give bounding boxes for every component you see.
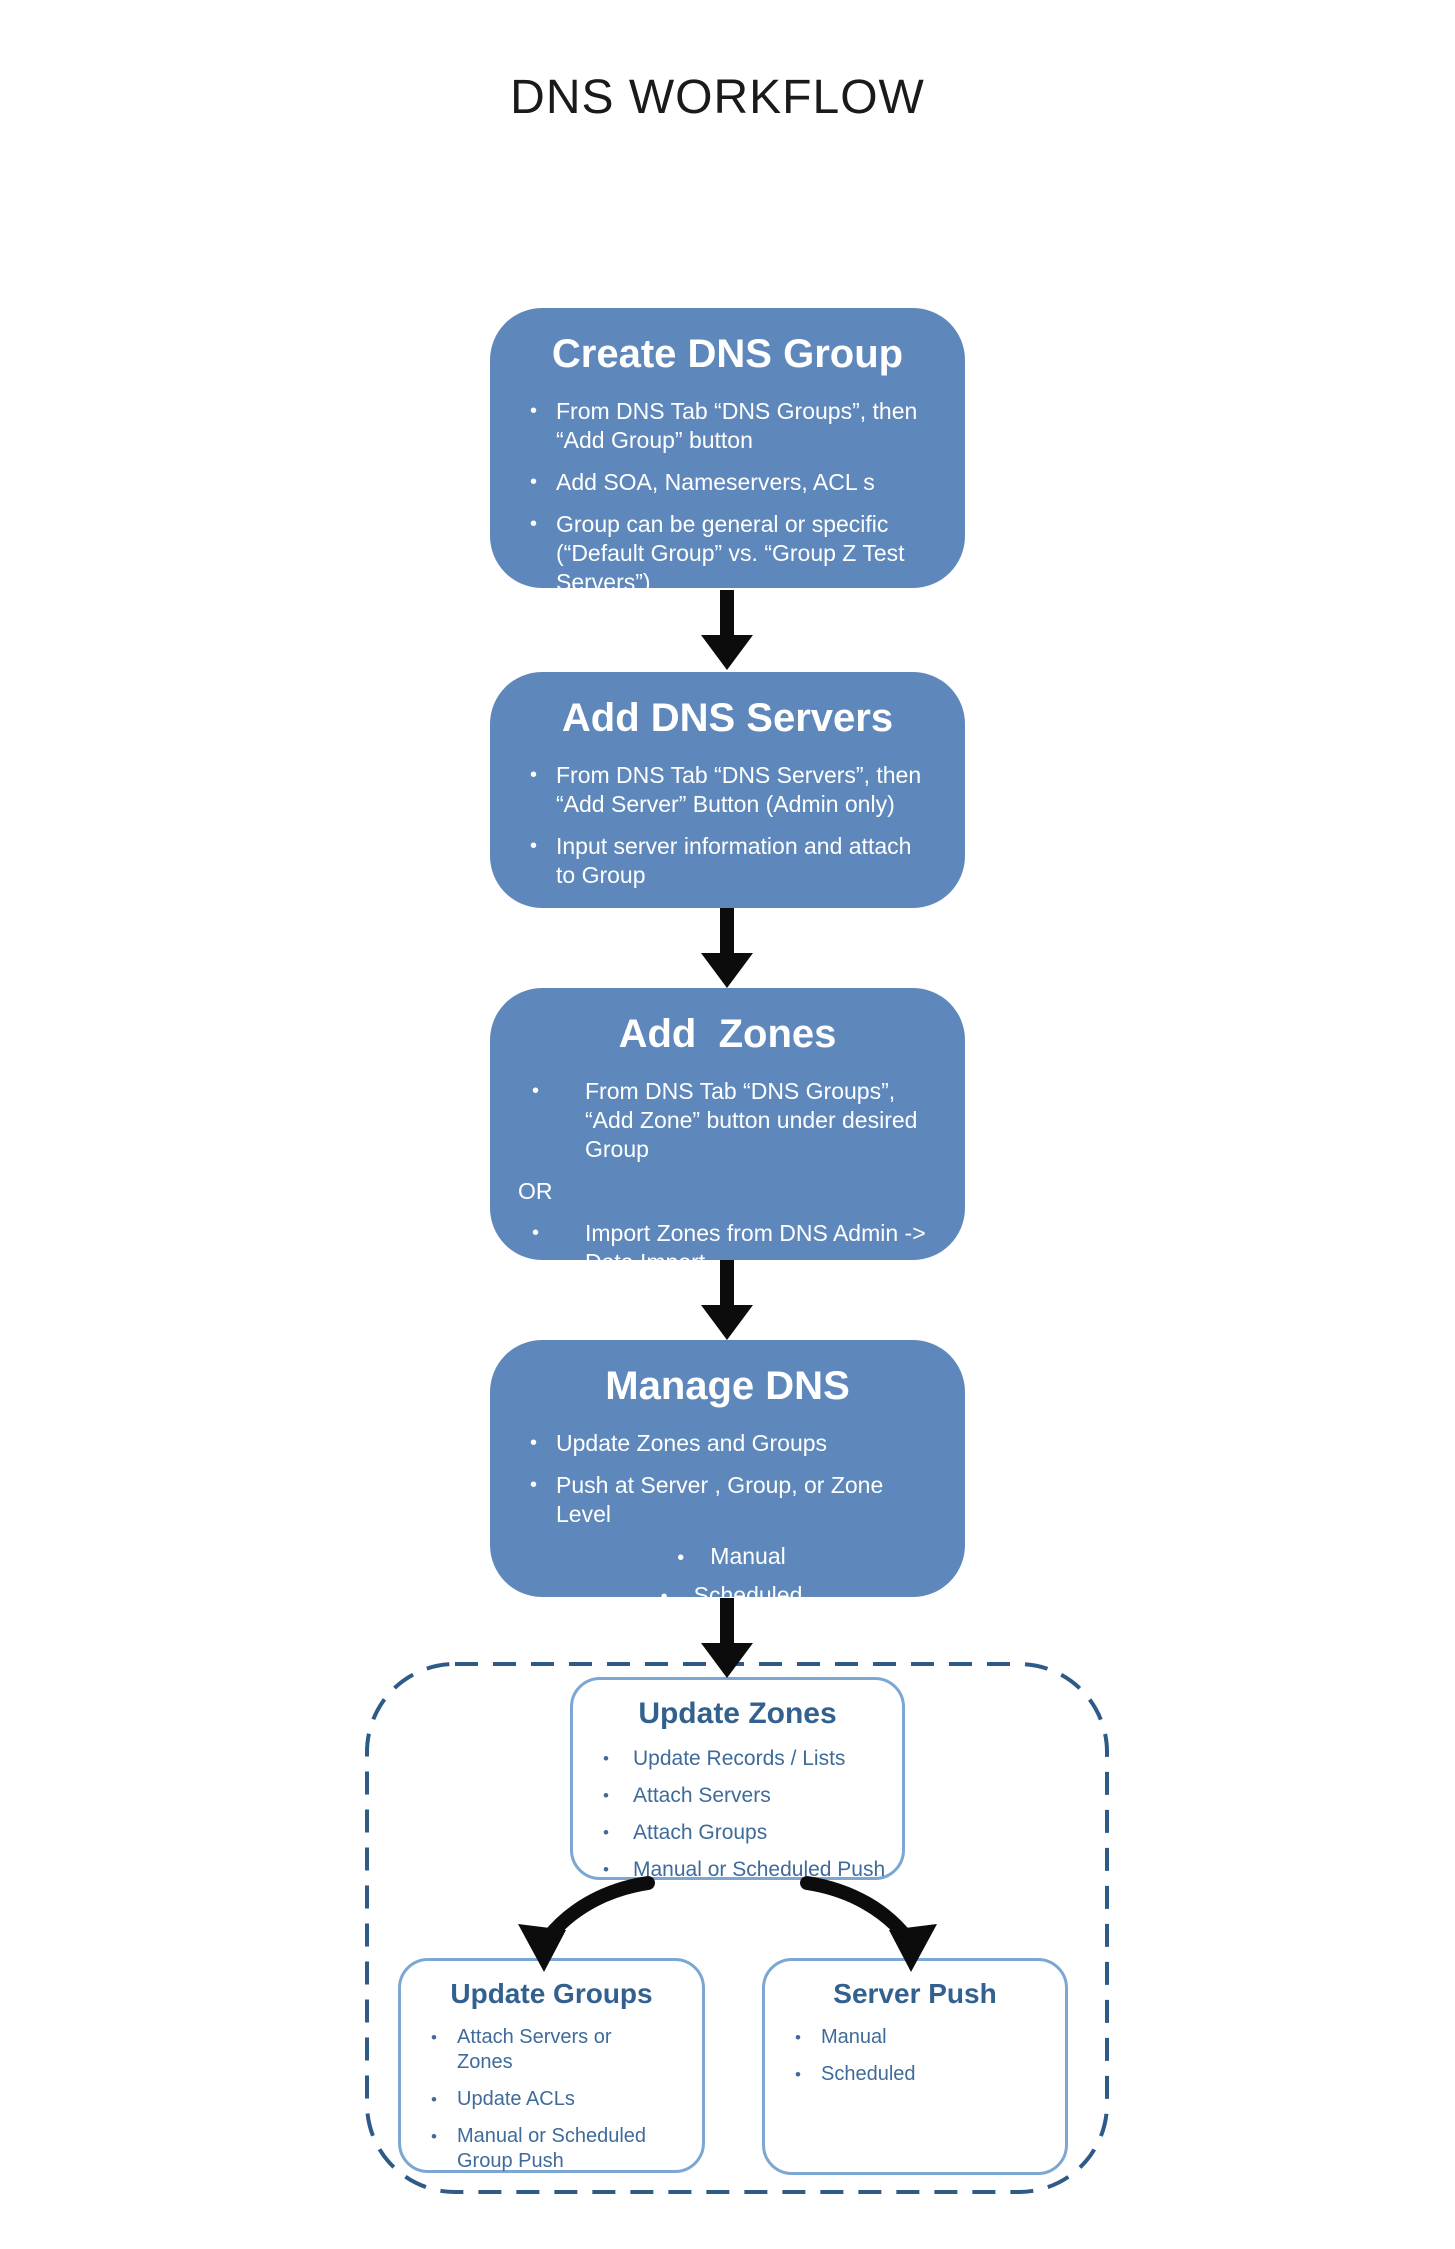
- bullet-list: Manual Scheduled: [765, 2010, 1065, 2087]
- bullet-item: From DNS Tab “DNS Groups”, then “Add Gro…: [528, 397, 935, 455]
- bullet-item: Scheduled: [791, 2062, 1049, 2087]
- bullet-item: Attach Servers or Zones: [427, 2025, 686, 2075]
- bullet-list: From DNS Tab “DNS Servers”, then “Add Se…: [490, 741, 965, 890]
- node-title: Update Zones: [638, 1697, 837, 1730]
- node-update-groups: Update Groups Attach Servers or Zones Up…: [398, 1958, 705, 2173]
- bullet-item: Manual or Scheduled Push: [599, 1857, 886, 1883]
- down-arrow-icon: [701, 1598, 753, 1678]
- curved-arrow-right-icon: [800, 1876, 937, 1972]
- bullet-list: Update Records / Lists Attach Servers At…: [573, 1731, 902, 1883]
- bullet-item: Attach Servers: [599, 1783, 886, 1809]
- bullet-item: Update Records / Lists: [599, 1746, 886, 1772]
- down-arrow-icon: [701, 908, 753, 988]
- curved-arrow-left-icon: [518, 1876, 655, 1972]
- down-arrow-icon: [701, 590, 753, 670]
- bullet-item: Push at Server , Group, or Zone Level: [528, 1471, 935, 1529]
- bullet-list: Attach Servers or Zones Update ACLs Manu…: [401, 2010, 702, 2174]
- bullet-item: From DNS Tab “DNS Groups”, “Add Zone” bu…: [528, 1077, 935, 1164]
- node-title: Create DNS Group: [551, 332, 904, 376]
- bullet-item: Update Zones and Groups: [528, 1429, 935, 1458]
- node-add-dns-servers: Add DNS Servers From DNS Tab “DNS Server…: [490, 672, 965, 908]
- or-label: OR: [518, 1178, 553, 1204]
- node-manage-dns: Manage DNS Update Zones and Groups Push …: [490, 1340, 965, 1608]
- node-update-zones: Update Zones Update Records / Lists Atta…: [570, 1677, 905, 1883]
- bullet-item: Manual or Scheduled Group Push: [427, 2124, 686, 2174]
- node-title: Server Push: [833, 1978, 997, 2009]
- bullet-item: Add SOA, Nameservers, ACL s: [528, 468, 935, 497]
- bullet-item: Manual: [791, 2025, 1049, 2050]
- node-title: Update Groups: [450, 1978, 653, 2009]
- node-title: Add DNS Servers: [561, 696, 894, 740]
- bullet-item: Import Zones from DNS Admin -> Data Impo…: [528, 1219, 935, 1277]
- node-server-push: Server Push Manual Scheduled: [762, 1958, 1068, 2175]
- bullet-list: From DNS Tab “DNS Groups”, then “Add Gro…: [490, 377, 965, 597]
- bullet-item: Update ACLs: [427, 2087, 686, 2112]
- bullet-list: Update Zones and Groups Push at Server ,…: [490, 1409, 965, 1612]
- bullet-item: From DNS Tab “DNS Servers”, then “Add Se…: [528, 761, 935, 819]
- bullet-item: Group can be general or specific (“Defau…: [528, 510, 935, 597]
- node-title: Add Zones: [618, 1012, 837, 1056]
- bullet-item: Input server information and attach to G…: [528, 832, 935, 890]
- bullet-list: From DNS Tab “DNS Groups”, “Add Zone” bu…: [490, 1057, 965, 1277]
- page-title: DNS WORKFLOW: [510, 71, 925, 124]
- sub-bullet-item: Scheduled: [528, 1581, 935, 1612]
- node-create-dns-group: Create DNS Group From DNS Tab “DNS Group…: [490, 308, 965, 595]
- sub-bullet-item: Manual: [528, 1542, 935, 1573]
- bullet-item: Attach Groups: [599, 1820, 886, 1846]
- node-add-zones: Add Zones From DNS Tab “DNS Groups”, “Ad…: [490, 988, 965, 1275]
- node-title: Manage DNS: [605, 1364, 850, 1408]
- down-arrow-icon: [701, 1260, 753, 1340]
